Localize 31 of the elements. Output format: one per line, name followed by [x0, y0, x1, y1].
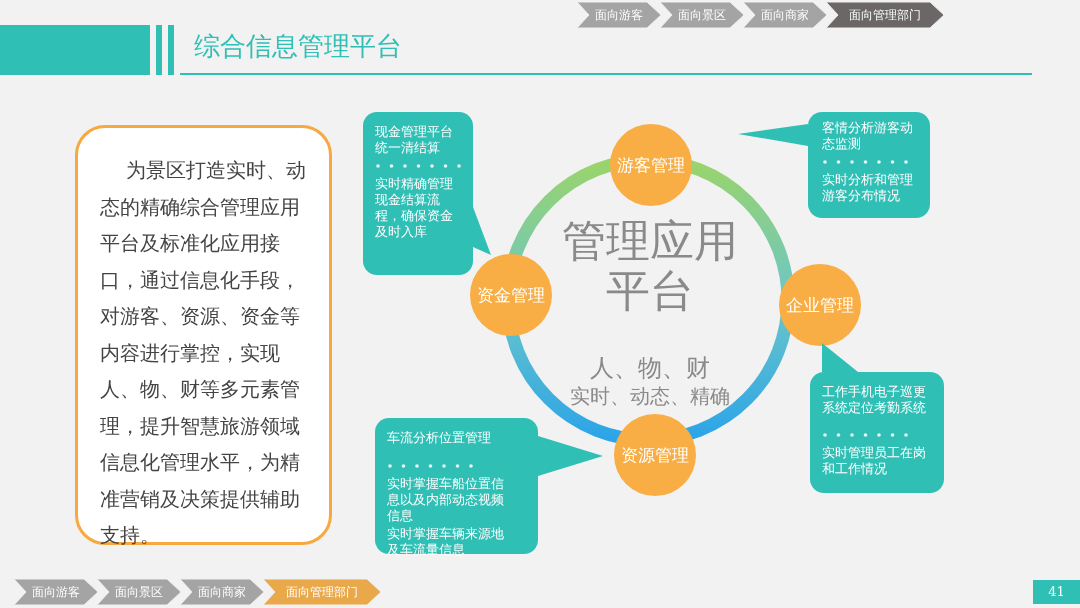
- nav-tab: 面向景区: [97, 579, 181, 605]
- bubble-text: 实时管理员工在岗和工作情况: [822, 445, 927, 477]
- circle-badge: 资金管理: [470, 254, 552, 336]
- paragraph: 为景区打造实时、动态的精确综合管理应用平台及标准化应用接口，通过信息化手段，对游客、资源、资金等内容进行掌控，实现人、物、财等多元素管理，提升智慧旅游领域信息化管理水平，为精准营销及决策提供辅助支持。: [100, 157, 307, 549]
- nav-tab: 面向游客: [14, 579, 98, 605]
- nav-tab: 面向商家: [743, 2, 827, 28]
- bubble-text: 实时掌握车船位置信息以及内部动态视频信息: [387, 476, 505, 524]
- platform-title: 管理应用平台: [561, 216, 739, 316]
- bubble-text: 客情分析游客动态监测: [822, 120, 914, 152]
- bubble-text: 现金管理平台统一清结算: [375, 124, 454, 156]
- speech-bubble: [808, 343, 946, 495]
- nav-tab: 面向管理部门: [826, 2, 944, 28]
- nav-tab: 面向景区: [660, 2, 744, 28]
- page-number: 41: [1033, 580, 1080, 604]
- text-box: [75, 125, 332, 545]
- subtitle: 实时、动态、精确: [569, 384, 731, 408]
- speech-bubble: [738, 110, 932, 220]
- bubble-text: 实时精确管理现金结算流程，确保资金及时入库: [375, 176, 454, 240]
- nav-tab: 面向游客: [577, 2, 661, 28]
- circle-badge: 资源管理: [614, 414, 696, 496]
- speech-bubble: [363, 112, 493, 277]
- circle-badge: 企业管理: [779, 264, 861, 346]
- bubble-text: 实时掌握车辆来源地及车流量信息: [387, 526, 505, 558]
- subtitle: 人、物、财: [589, 354, 711, 382]
- circle-badge: 游客管理: [610, 124, 692, 206]
- bubble-text: 实时分析和管理游客分布情况: [822, 172, 914, 204]
- nav-tab: 面向商家: [180, 579, 264, 605]
- bubble-text: 工作手机电子巡更系统定位考勤系统: [822, 384, 927, 416]
- title: 综合信息管理平台: [194, 30, 402, 62]
- bubble-text: 车流分析位置管理: [387, 430, 492, 446]
- nav-tab: 面向管理部门: [263, 579, 381, 605]
